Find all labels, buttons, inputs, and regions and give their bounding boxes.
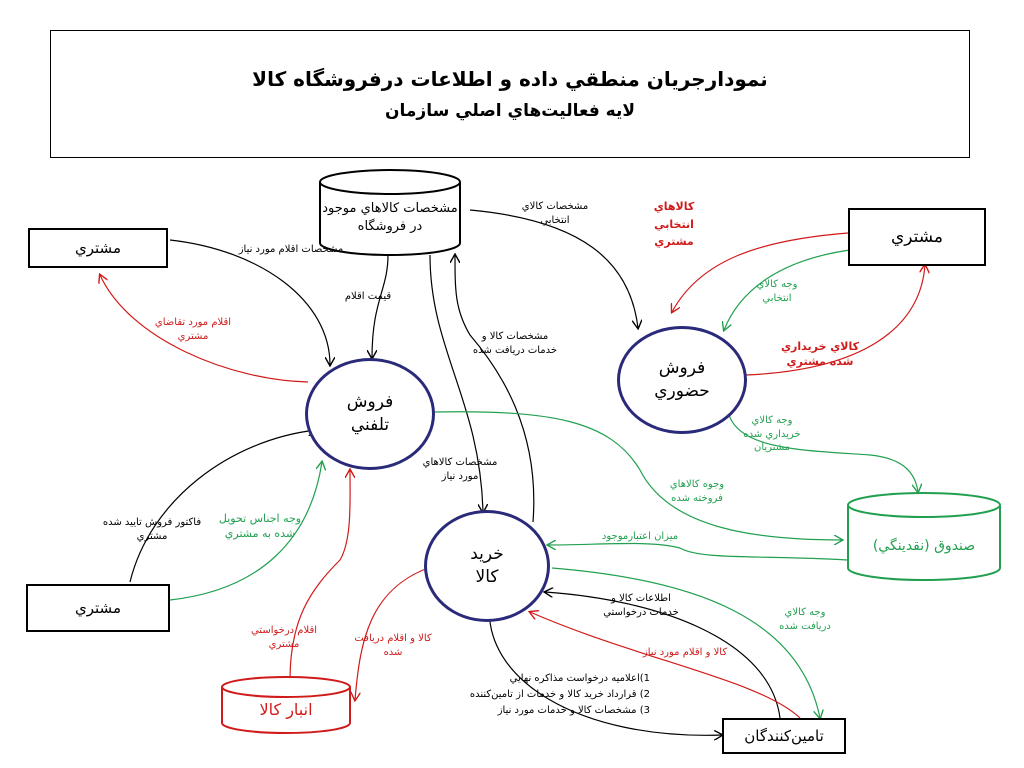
diagram-title: نمودارجريان منطقي داده و اطلاعات درفروشگ… [252, 67, 768, 91]
flow-label-f10: وجه كالاي خريداري شده مشتريان [743, 415, 801, 453]
flow-customer-right-to-inperson [672, 232, 849, 312]
flow-customer-to-phone [169, 239, 330, 365]
flow-purchase-to-suppliers [488, 599, 722, 735]
flow-label-f17: اطلاعات كالا و خدمات درخواستي [603, 593, 679, 618]
flow-label-f15: اقلام درخواستي مشتري [250, 625, 318, 650]
cash-fund-shape [847, 492, 1001, 581]
flow-label-f11: وجوه كالاهاي فروخته شده [669, 479, 725, 504]
flow-label-f6: وجه كالاي انتخابي [756, 279, 798, 304]
warehouse-shape [221, 676, 351, 734]
flow-label-f18: وجه كالاي دريافت شده [779, 607, 831, 632]
flow-suppliers-to-purchase [545, 592, 781, 719]
products-db-label: مشخصات كالاهاي موجود در فروشگاه [322, 201, 458, 235]
flow-label-f5: كالاهاي انتخابي مشتري [653, 200, 695, 249]
flow-customer-right-pay [724, 249, 851, 330]
flow-db-to-inperson [469, 209, 638, 328]
flow-cash-to-purchase [548, 543, 848, 561]
flow-label-f21: 2) قرارداد خريد كالا و خدمات از تامين‌كن… [469, 689, 650, 700]
suppliers-entity[interactable]: تامين‌كنندگان [722, 718, 846, 754]
flow-label-f12: ميزان اعتبارموجود [601, 531, 679, 542]
flow-db-to-purchase [429, 254, 483, 512]
flow-phone-to-customer [100, 275, 309, 383]
flow-label-f4: مشخصات كالاي انتخابي [521, 201, 589, 226]
flow-inperson-to-cash [726, 404, 918, 492]
customer-entity-top-left[interactable]: مشتري [28, 228, 168, 268]
flow-phone-to-cash [433, 411, 842, 540]
products-db-shape [319, 169, 461, 256]
in-person-sales-process[interactable]: فروش حضوري [617, 326, 747, 434]
purchase-process[interactable]: خريد كالا [424, 510, 550, 622]
warehouse-label: انبار كالا [259, 700, 313, 719]
flow-warehouse-to-phone [289, 470, 350, 681]
phone-sales-label: فروش تلفني [346, 392, 394, 435]
title-box: نمودارجريان منطقي داده و اطلاعات درفروشگ… [50, 30, 970, 158]
flow-bottomcustomer-pay [169, 462, 322, 601]
flow-inperson-to-customer-right [745, 265, 925, 376]
customer-entity-top-right[interactable]: مشتري [848, 208, 986, 266]
flow-label-f8: مشخصات كالا و خدمات دريافت شده [472, 331, 558, 356]
flow-label-f22: 3) مشخصات كالا و خدمات مورد نياز [497, 705, 650, 716]
flow-label-f16: كالا و اقلام دريافت شده [354, 633, 432, 658]
flow-label-f3: قيمت اقلام [344, 291, 392, 302]
phone-sales-process[interactable]: فروش تلفني [305, 358, 435, 470]
flow-label-f7: كالاي خريداري شده مشتري [780, 340, 860, 368]
flow-label-f14: وجه اجناس تحويل شده به مشتري [218, 512, 302, 540]
in-person-sales-label: فروش حضوري [654, 358, 710, 401]
flow-suppliers-to-purchase-red [530, 612, 801, 719]
flow-label-f19: كالا و اقلام مورد نياز [642, 647, 728, 658]
flow-bottomcustomer-to-phone [129, 430, 316, 583]
purchase-label: خريد كالا [470, 544, 504, 587]
flow-db-to-phone [372, 254, 389, 358]
flow-purchase-to-suppliers-green [551, 567, 820, 718]
cash-fund-label: صندوق (نقدينگي) [872, 538, 976, 554]
flow-label-f2: اقلام مورد تقاضاي مشتري [154, 317, 232, 342]
diagram-subtitle: لايه فعاليت‌هاي اصلي سازمان [385, 101, 635, 121]
flow-label-f20: 1)اعلاميه درخواست مذاكره نهايي [509, 673, 650, 684]
flow-label-f1: مشخصات اقلام مورد نياز [238, 244, 344, 255]
flow-purchase-to-warehouse [355, 567, 429, 700]
flow-purchase-to-db [455, 255, 535, 523]
flow-label-f13: فاكتور فروش تاييد شده مشتري [102, 517, 202, 542]
flow-label-f9: مشخصات كالاهاي مورد نياز [422, 457, 498, 482]
customer-entity-bottom-left[interactable]: مشتري [26, 584, 170, 632]
